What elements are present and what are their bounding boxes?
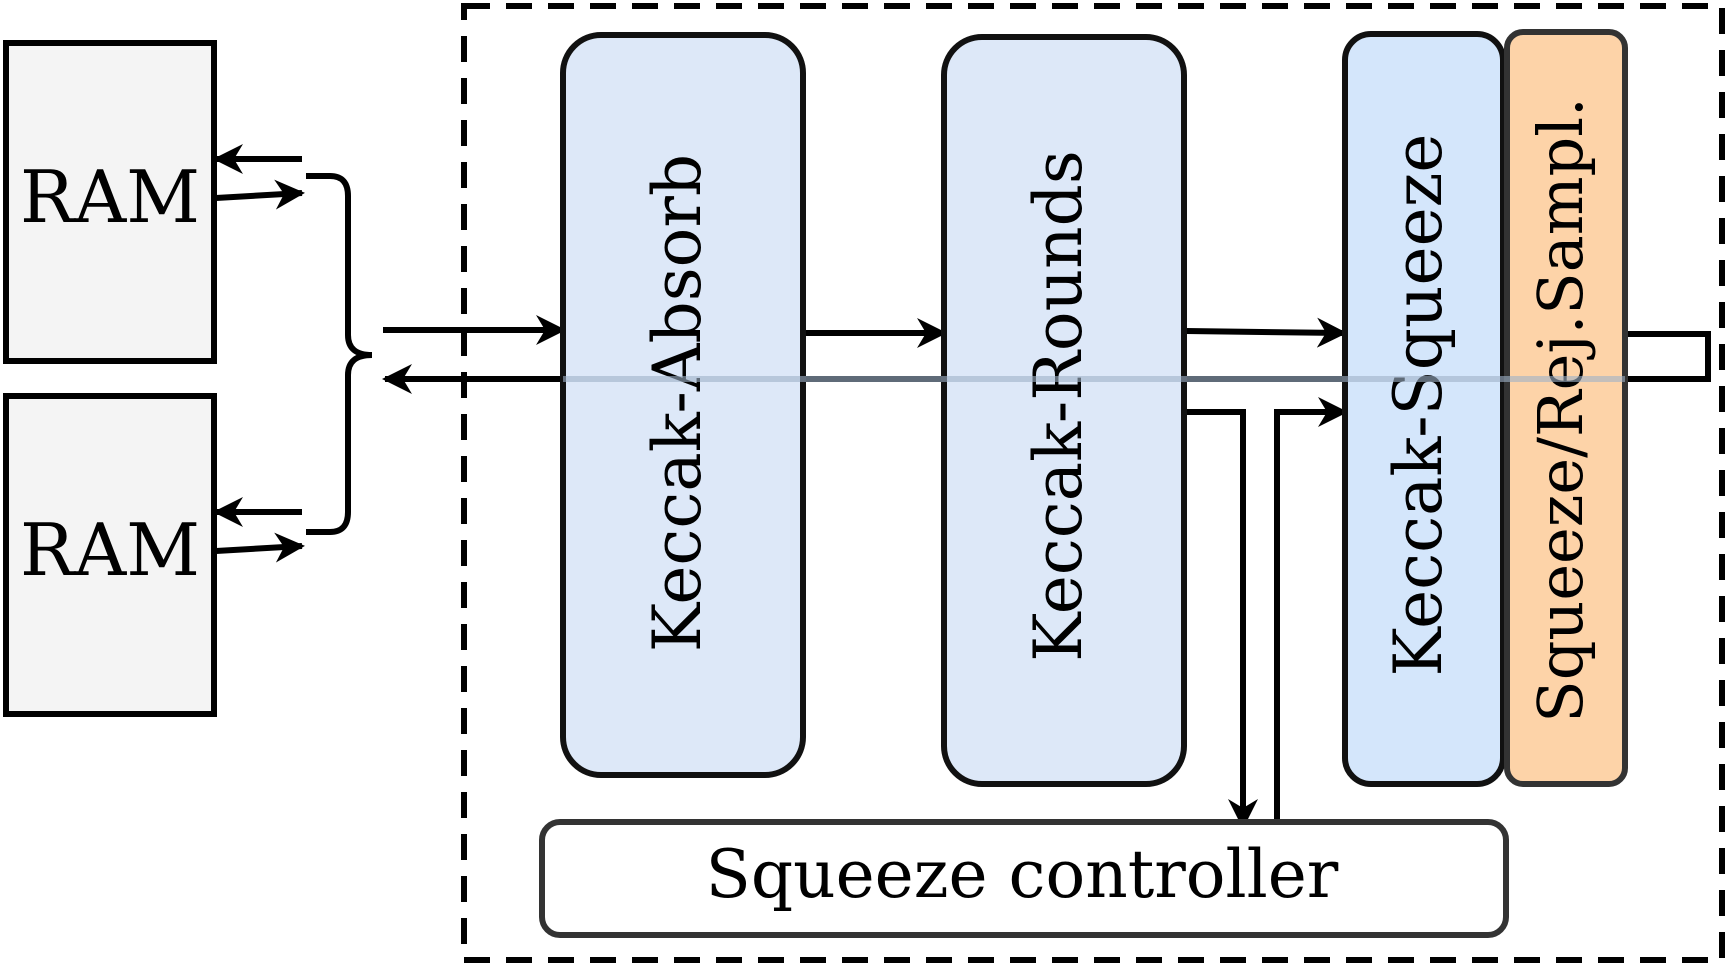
- hardware-boundary: [461, 3, 1725, 963]
- ram2-write-arrow: [215, 532, 305, 563]
- output-loop: [1610, 331, 1711, 382]
- ram-block-1: RAM: [3, 40, 217, 364]
- ram-label: RAM: [20, 155, 200, 239]
- ram1-write-arrow: [215, 179, 305, 210]
- controller-to-squeeze-arrow: [1274, 397, 1348, 822]
- keccak-rounds-block: Keccak-Rounds: [941, 34, 1187, 787]
- rej-sampl-block: Squeeze/Rej.Sampl.: [1504, 29, 1628, 787]
- keccak-absorb-label: Keccak-Absorb: [639, 154, 716, 652]
- squeeze-controller-block: Squeeze controller: [539, 819, 1509, 938]
- ram-block-2: RAM: [3, 393, 217, 717]
- keccak-absorb-block: Keccak-Absorb: [560, 32, 806, 778]
- rounds-to-controller-arrow: [1186, 409, 1258, 829]
- keccak-rounds-label: Keccak-Rounds: [1020, 150, 1097, 662]
- keccak-squeeze-block: Keccak-Squeeze: [1342, 31, 1506, 787]
- squeeze-controller-label: Squeeze controller: [706, 836, 1339, 913]
- keccak-squeeze-label: Keccak-Squeeze: [1380, 134, 1457, 677]
- bus-brace: [306, 173, 373, 535]
- rej-sampl-label: Squeeze/Rej.Sampl.: [1524, 97, 1597, 722]
- rounds-to-squeeze-arrow: [1185, 317, 1347, 348]
- ram-label: RAM: [20, 508, 200, 592]
- ram-arrows: [213, 144, 305, 563]
